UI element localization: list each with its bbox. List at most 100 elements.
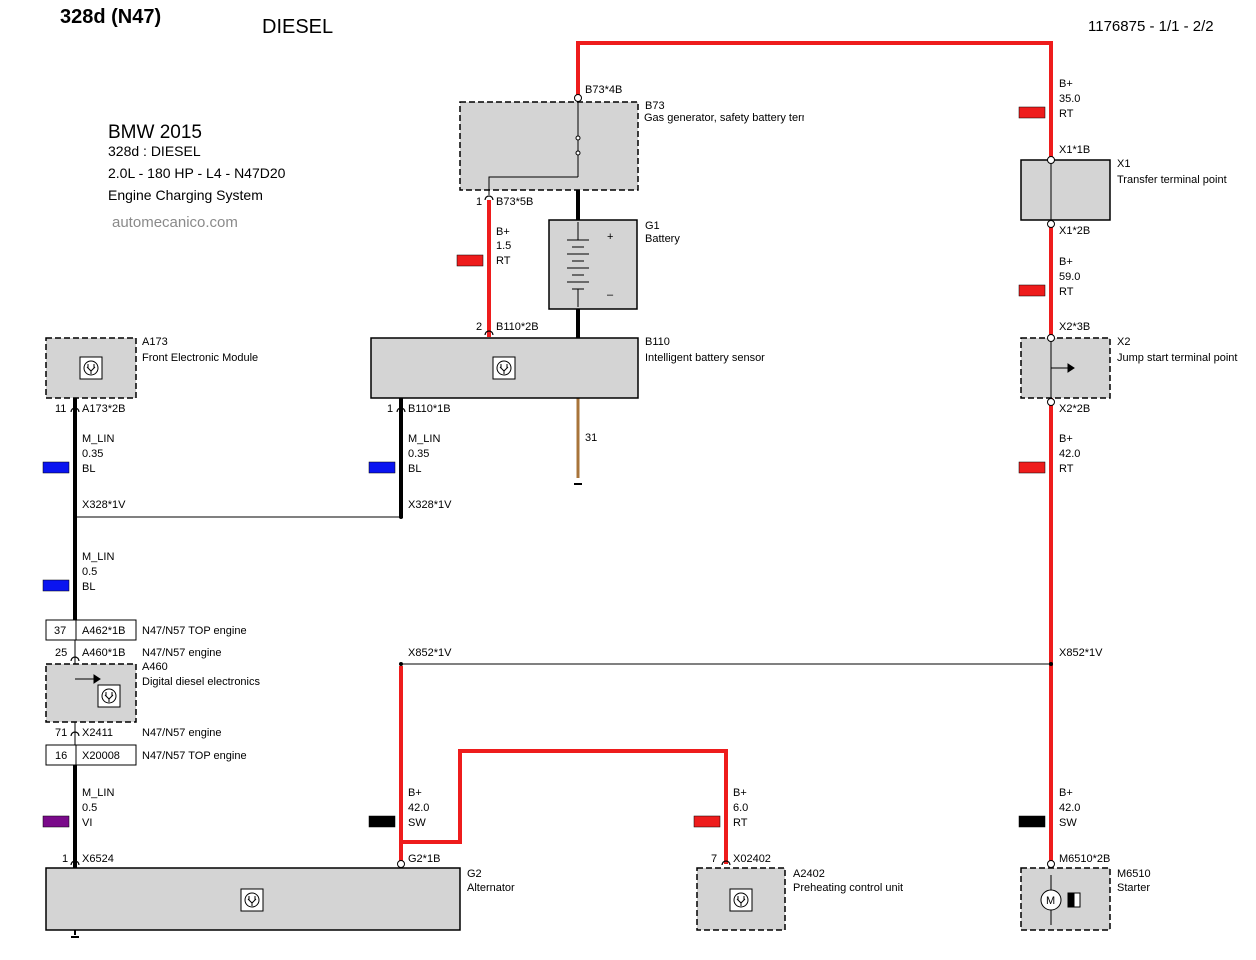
wire-label-m6510: B+ 42.0 SW [1059,787,1080,829]
pin-b110-1b: B110*1B [408,403,451,415]
swatch-b73-b110 [456,254,484,267]
b73-box [459,101,639,191]
svg-text:M_LIN: M_LIN [408,433,440,445]
svg-text:B+: B+ [1059,787,1073,799]
svg-text:B+: B+ [408,787,422,799]
b110-ecu-icon [492,356,516,380]
pin-a460-num: 25 [55,647,67,659]
a460-ecu-icon [97,684,121,708]
pin-b73-5b: B73*5B [496,196,533,208]
pin-x2-2b: X2*2B [1059,403,1090,415]
swatch-x1-x2 [1018,284,1046,297]
svg-text:RT: RT [733,817,748,829]
diagram-reference: 1176875 - 1/1 - 2/2 [1088,18,1214,35]
pin-m6510-2b: M6510*2B [1059,853,1110,865]
swatch-lin-05 [42,579,70,592]
info-watermark: automecanico.com [112,214,238,231]
svg-text:RT: RT [496,255,511,267]
svg-text:B+: B+ [1059,78,1073,90]
pin-b73-4b: B73*4B [585,84,622,96]
pin-x852-right: X852*1V [1059,647,1103,659]
swatch-lin-vi [42,815,70,828]
wire-label-g2: B+ 42.0 SW [408,787,429,829]
wire-label-lin-vi: M_LIN 0.5 VI [82,787,114,829]
pin-a173-2b: A173*2B [82,403,125,415]
svg-text:VI: VI [82,817,92,829]
pin-x02402-num: 7 [711,853,717,865]
svg-text:BL: BL [82,581,95,593]
g1-name: Battery [645,233,680,245]
svg-text:42.0: 42.0 [408,802,429,814]
m6510-name: Starter [1117,882,1150,894]
pin-b110-2b: B110*2B [496,321,539,333]
wire-label-b110-lin: M_LIN 0.35 BL [408,433,440,475]
svg-text:SW: SW [1059,817,1077,829]
g1-minus: – [607,289,614,301]
pin-x6524: X6524 [82,853,114,865]
a173-name: Front Electronic Module [142,352,258,364]
b73-name: Gas generator, safety battery terminal [644,112,804,124]
pin-g2-1b: G2*1B [408,853,440,865]
fuel-type: DIESEL [262,16,334,38]
pin-x2411: X2411 [82,727,113,739]
m6510-box [1020,867,1111,931]
g2-ecu-icon [240,888,264,912]
svg-text:BL: BL [82,463,95,475]
wire-label-ground: 31 [585,432,597,444]
info-system: Engine Charging System [108,187,263,203]
svg-text:42.0: 42.0 [1059,448,1080,460]
m6510-id: M6510 [1117,868,1151,880]
motor-m-glyph: M [1046,895,1055,907]
pin-x20008-num: 16 [55,750,67,762]
pin-x1-1b: X1*1B [1059,144,1090,156]
swatch-b110-lin [368,461,396,474]
pin-x20008: X20008 [82,750,120,762]
g1-plus: + [607,231,613,243]
swatch-a173-lin [42,461,70,474]
a460-name: Digital diesel electronics [142,676,260,688]
svg-text:SW: SW [408,817,426,829]
pin-x2-3b: X2*3B [1059,321,1090,333]
pin-x2411-desc: N47/N57 engine [142,727,222,739]
pin-b110-2b-num: 2 [476,321,482,333]
g2-id: G2 [467,868,482,880]
x2-arrow [1050,338,1075,398]
swatch-top-x1 [1018,106,1046,119]
svg-text:RT: RT [1059,463,1074,475]
pin-a173-2b-num: 11 [55,403,66,415]
svg-text:RT: RT [1059,286,1074,298]
svg-text:6.0: 6.0 [733,802,748,814]
vehicle-info: BMW 2015 328d : DIESEL 2.0L - 180 HP - L… [108,122,285,206]
pin-b73-5b-num: 1 [476,196,482,208]
pin-b110-1b-num: 1 [387,403,393,415]
wire-label-b73-b110: B+ 1.5 RT [496,226,511,267]
g2-name: Alternator [467,882,515,894]
pin-x852-left: X852*1V [408,647,452,659]
m6510-motor-icon [1040,875,1081,925]
wire-label-x2-m6510: B+ 42.0 RT [1059,433,1080,475]
svg-text:0.35: 0.35 [82,448,103,460]
a2402-ecu-icon [729,888,753,912]
svg-text:0.35: 0.35 [408,448,429,460]
svg-text:B+: B+ [1059,433,1073,445]
x1-name: Transfer terminal point [1117,174,1227,186]
x1-id: X1 [1117,158,1130,170]
svg-text:35.0: 35.0 [1059,93,1080,105]
swatch-g2-sw [368,815,396,828]
g1-id: G1 [645,220,660,232]
svg-text:BL: BL [408,463,421,475]
b73-id: B73 [645,100,665,112]
ground-symbol-g2 [71,930,79,938]
a460-id: A460 [142,661,168,673]
b73-name-wrap: Gas generator, safety battery terminal [644,112,804,124]
x2-name: Jump start terminal point [1117,352,1237,364]
info-engine: 2.0L - 180 HP - L4 - N47D20 [108,165,286,181]
pin-terminals [397,94,1055,868]
swatch-a2402 [693,815,721,828]
svg-text:M_LIN: M_LIN [82,787,114,799]
a460-arrow [75,674,101,684]
pin-x328-right: X328*1V [408,499,452,511]
pin-x328-left: X328*1V [82,499,126,511]
pin-x6524-num: 1 [62,853,68,865]
